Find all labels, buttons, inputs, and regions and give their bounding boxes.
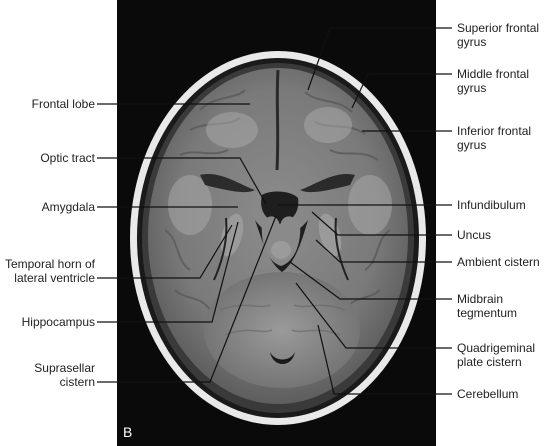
label-midbrain-tegmentum: Midbrain tegmentum <box>457 292 518 320</box>
leader-temporal-horn <box>97 224 233 279</box>
leader-cerebellum <box>317 324 452 395</box>
label-suprasellar-cistern: Suprasellar cistern <box>34 361 95 389</box>
label-amygdala: Amygdala <box>41 200 95 214</box>
label-hippocampus: Hippocampus <box>21 315 95 329</box>
panel-letter: B <box>123 424 133 440</box>
leader-middle-frontal <box>351 73 452 109</box>
label-quadrigeminal-plate-cistern: Quadrigeminal plate cistern <box>457 341 536 369</box>
label-temporal-horn: Temporal horn of lateral ventricle <box>4 257 95 285</box>
label-middle-frontal-gyrus: Middle frontal gyrus <box>457 67 530 95</box>
leader-lines <box>97 27 452 395</box>
label-superior-frontal-gyrus: Superior frontal gyrus <box>457 21 540 49</box>
label-infundibulum: Infundibulum <box>457 198 526 212</box>
leader-superior-frontal <box>307 27 452 91</box>
leader-hippocampus <box>97 221 239 323</box>
label-inferior-frontal-gyrus: Inferior frontal gyrus <box>457 124 532 152</box>
leader-quadrigeminal <box>295 282 452 349</box>
cerebellum-region <box>204 272 360 388</box>
label-uncus: Uncus <box>457 228 492 242</box>
label-frontal-lobe: Frontal lobe <box>31 97 95 111</box>
label-cerebellum: Cerebellum <box>457 387 519 401</box>
leader-midbrain <box>289 261 452 300</box>
leader-suprasellar <box>97 215 277 383</box>
label-optic-tract: Optic tract <box>40 151 95 165</box>
label-ambient-cistern: Ambient cistern <box>457 255 540 269</box>
leader-uncus <box>311 211 452 236</box>
leader-optic-tract <box>97 157 267 205</box>
leader-ambient-cistern <box>315 239 452 263</box>
